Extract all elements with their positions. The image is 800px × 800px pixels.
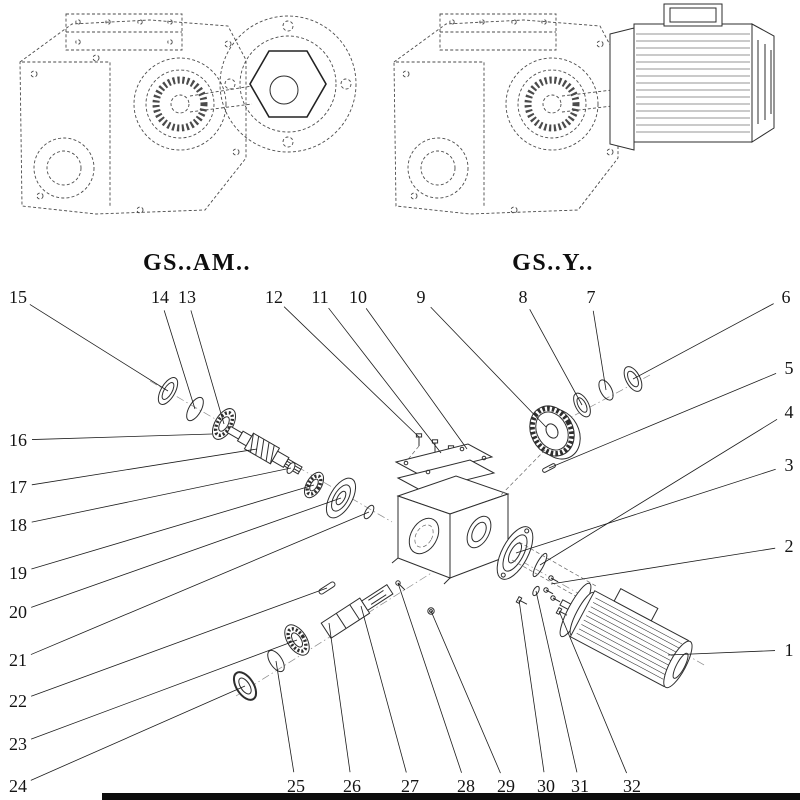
part-number-2: 2 [785,536,794,556]
part-number-11: 11 [311,287,328,307]
part-number-32: 32 [623,776,641,796]
part-number-5: 5 [785,358,794,378]
leader-line-16 [31,433,213,440]
part-number-8: 8 [519,287,528,307]
leader-line-8 [529,309,583,406]
part-number-19: 19 [9,563,27,583]
exploded-view-drawing [149,366,707,701]
leader-line-30 [518,599,545,773]
part-number-23: 23 [9,734,27,754]
retaining-ring [186,396,204,422]
leader-line-24 [30,685,246,781]
leader-line-11 [328,307,442,454]
leader-line-20 [31,497,342,608]
circlip-output [267,649,285,673]
leader-line-22 [31,587,328,697]
leader-line-12 [283,306,420,438]
gearbox-y-drawing [393,3,775,215]
leader-line-15 [29,304,169,392]
part-number-31: 31 [571,776,589,796]
leader-line-26 [328,622,351,773]
part-number-7: 7 [587,287,596,307]
screw-small [395,580,406,591]
leader-line-25 [275,660,295,773]
part-number-27: 27 [401,776,419,796]
part-number-10: 10 [349,287,367,307]
leader-line-2 [550,547,776,585]
gearbox-am-drawing [19,13,357,215]
gasket-ring [532,552,548,578]
housing-cover-plate [394,443,496,492]
leader-line-10 [365,308,468,450]
leader-line-5 [548,373,777,469]
motor-drawing [559,582,693,689]
part-number-29: 29 [497,776,515,796]
model-label-y: GS..Y.. [512,250,594,276]
part-number-12: 12 [265,287,283,307]
leader-line-6 [632,303,774,380]
part-number-22: 22 [9,691,27,711]
motor-top-drawing [609,3,775,151]
flange-bolts [543,575,561,603]
washer-31 [532,585,540,597]
part-number-13: 13 [178,287,196,307]
part-number-3: 3 [785,455,794,475]
part-number-28: 28 [457,776,475,796]
leader-line-7 [592,310,607,391]
model-label-am: GS..AM.. [143,250,251,276]
part-number-26: 26 [343,776,361,796]
bolt-30 [515,595,528,605]
part-number-17: 17 [9,477,27,497]
part-number-25: 25 [287,776,305,796]
part-number-14: 14 [151,287,169,307]
leader-line-19 [31,484,315,570]
leader-line-1 [667,650,776,656]
leader-line-9 [430,306,547,428]
leader-line-17 [31,448,258,486]
output-gear [529,405,581,460]
leader-line-18 [31,467,292,523]
leader-line-21 [30,511,370,655]
part-number-1: 1 [785,640,794,660]
part-number-21: 21 [9,650,27,670]
part-number-16: 16 [9,430,27,450]
part-number-6: 6 [782,287,791,307]
circlip-gear [598,379,614,401]
part-number-15: 15 [9,287,27,307]
part-number-9: 9 [417,287,426,307]
leader-line-31 [535,590,578,773]
part-number-4: 4 [785,402,794,422]
leader-line-13 [190,310,225,425]
part-number-24: 24 [9,776,27,796]
leader-line-27 [360,605,407,773]
part-number-18: 18 [9,515,27,535]
motor-flange-cover [496,526,534,580]
leader-line-32 [558,610,627,774]
leader-line-3 [515,468,776,554]
worm-shaft [226,425,303,475]
part-number-20: 20 [9,602,27,622]
gearbox-housing [391,475,510,585]
leader-line-28 [397,582,462,773]
leader-line-23 [30,639,298,740]
o-ring-small [363,504,375,520]
leader-line-29 [430,610,501,774]
leader-line-14 [163,310,196,410]
am-flange [219,15,357,153]
part-number-30: 30 [537,776,555,796]
page-bottom-rule [102,793,800,800]
leader-line-4 [539,418,778,566]
output-shaft [320,583,394,639]
